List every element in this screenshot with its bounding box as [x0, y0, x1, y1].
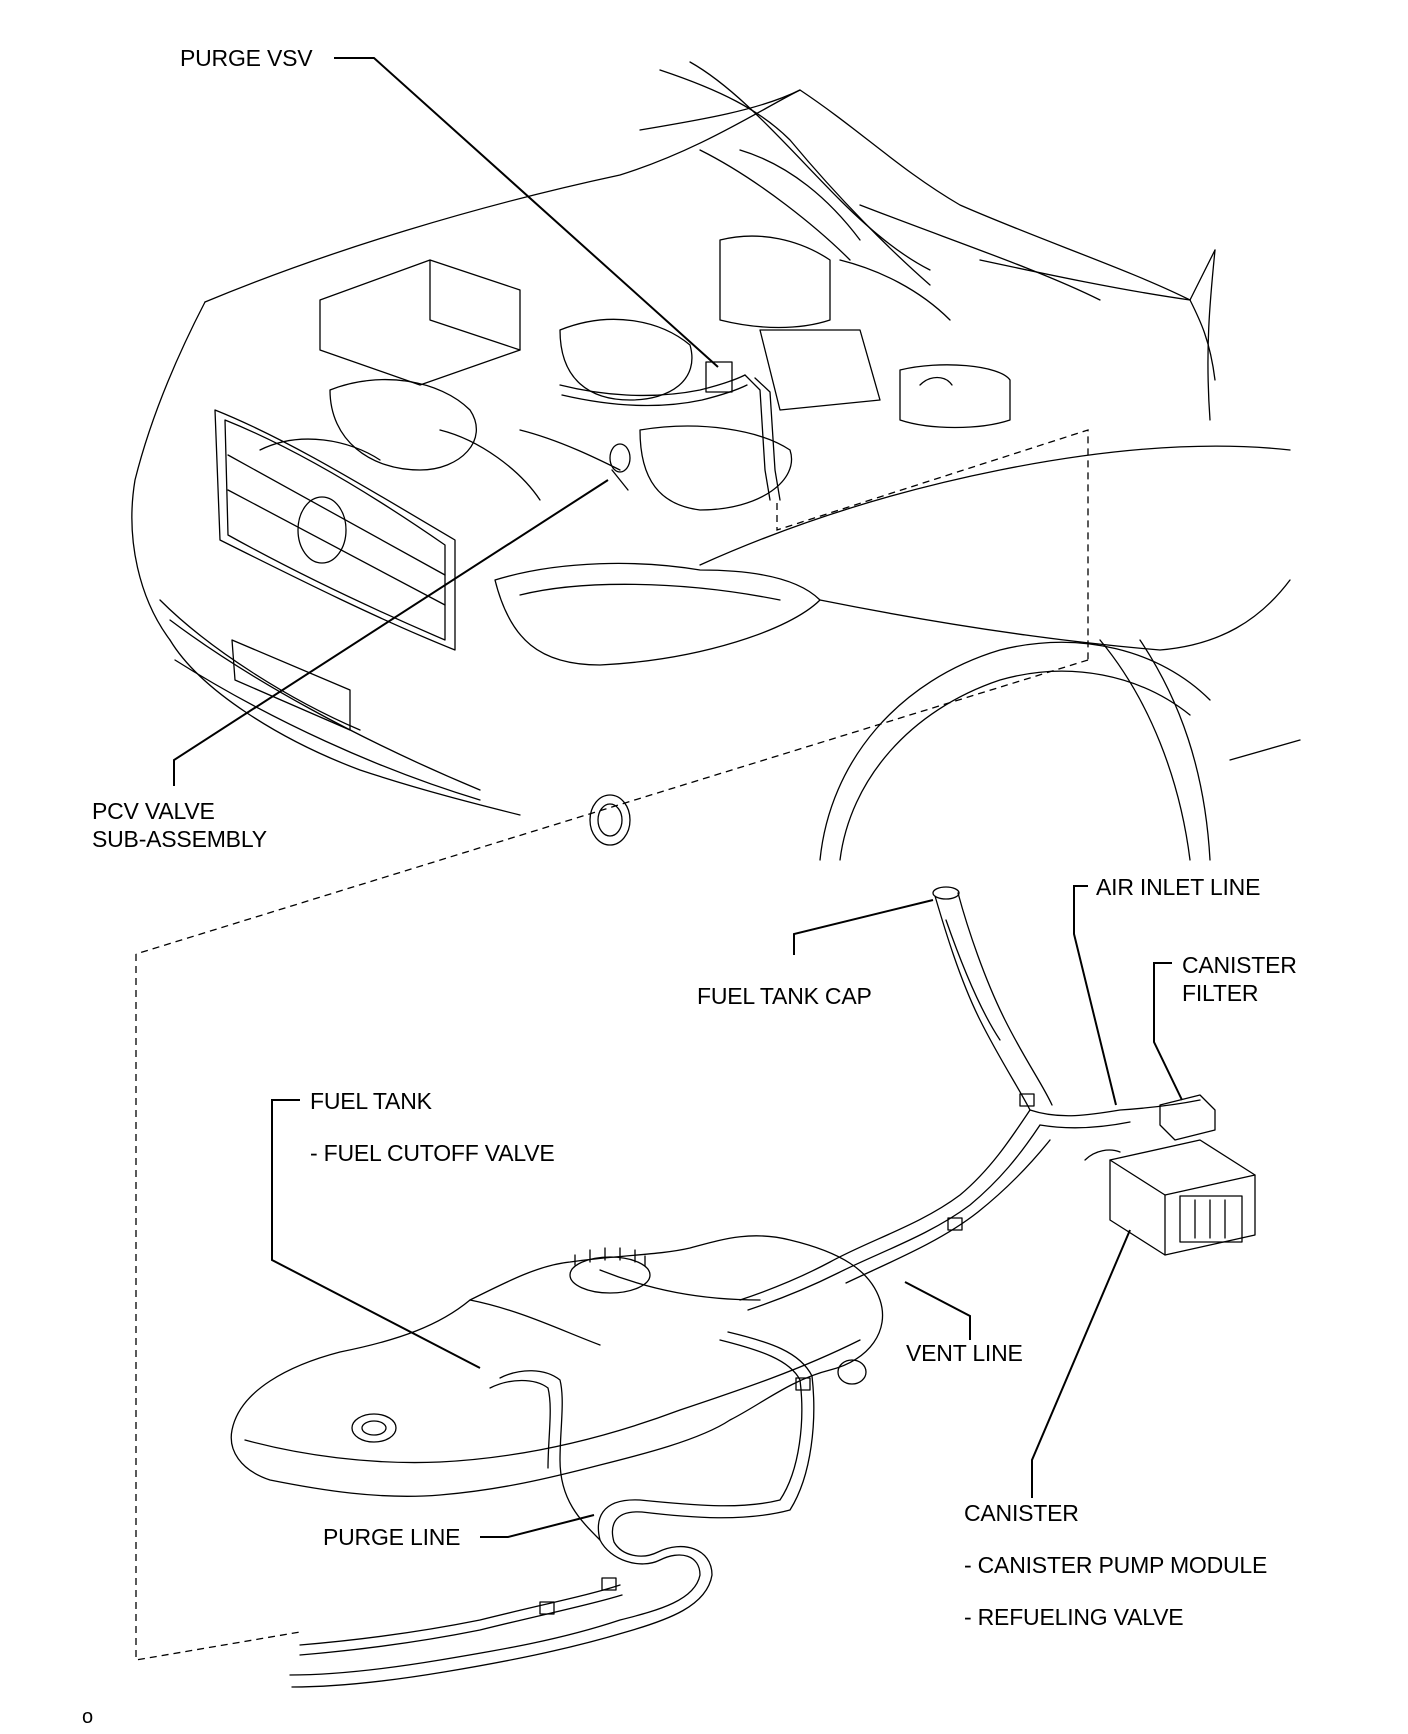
label-canister-pump-module: - CANISTER PUMP MODULE — [964, 1552, 1268, 1578]
label-pcv-valve-line2: SUB-ASSEMBLY — [92, 826, 267, 852]
label-canister: CANISTER — [964, 1500, 1079, 1526]
label-purge-vsv: PURGE VSV — [180, 45, 313, 71]
leader-lines — [173, 57, 1183, 1538]
leader-canister — [1031, 1229, 1131, 1498]
leader-fuel-tank — [271, 1099, 481, 1369]
leader-purge-vsv — [334, 57, 719, 368]
leader-pcv-valve — [173, 479, 609, 786]
label-fuel-cutoff-valve: - FUEL CUTOFF VALVE — [310, 1140, 555, 1166]
label-air-inlet-line: AIR INLET LINE — [1096, 874, 1261, 900]
label-purge-line: PURGE LINE — [323, 1524, 461, 1550]
vehicle-front-drawing — [131, 61, 1301, 861]
label-fuel-tank: FUEL TANK — [310, 1088, 432, 1114]
label-pcv-valve-line1: PCV VALVE — [92, 798, 215, 824]
fuel-system-drawing — [230, 886, 1256, 1688]
label-fuel-tank-cap: FUEL TANK CAP — [697, 983, 872, 1009]
leader-vent-line — [904, 1281, 971, 1340]
leader-fuel-tank-cap — [793, 899, 934, 955]
label-canister-filter-line1: CANISTER — [1182, 952, 1297, 978]
label-canister-filter-line2: FILTER — [1182, 980, 1259, 1006]
label-refueling-valve: - REFUELING VALVE — [964, 1604, 1184, 1630]
leader-purge-line — [480, 1514, 595, 1538]
leader-canister-filter — [1153, 962, 1183, 1101]
figure-id: o — [82, 1706, 93, 1728]
leader-air-inlet-line — [1073, 885, 1117, 1106]
detail-callout-frame — [135, 429, 1089, 1661]
label-vent-line: VENT LINE — [906, 1340, 1023, 1366]
